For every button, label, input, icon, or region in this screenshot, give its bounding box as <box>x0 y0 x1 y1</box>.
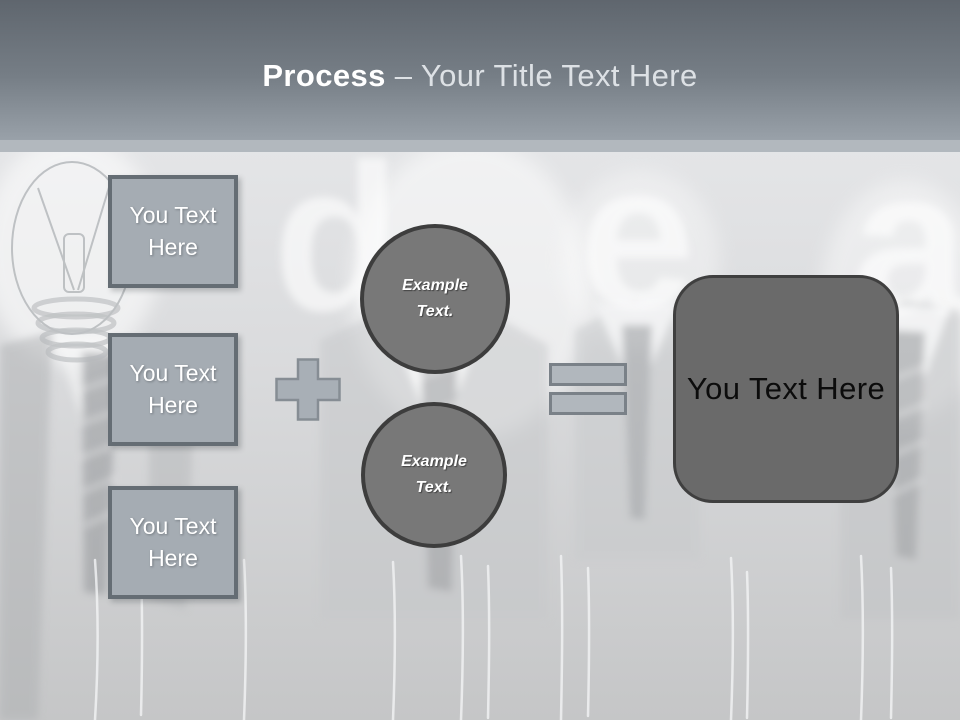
example-circle-2[interactable]: Example Text. <box>361 402 507 548</box>
input-box-1[interactable]: You Text Here <box>108 175 238 288</box>
input-box-3-label: You Text Here <box>129 513 217 571</box>
slide-title[interactable]: Process – Your Title Text Here <box>262 46 697 94</box>
result-box[interactable]: You Text Here <box>673 275 899 503</box>
input-box-2-label: You Text Here <box>129 360 217 418</box>
slide-header: Process – Your Title Text Here <box>0 0 960 140</box>
title-rest-text: – Your Title Text Here <box>394 58 698 93</box>
input-box-1-label: You Text Here <box>129 202 217 260</box>
plus-icon[interactable] <box>275 358 341 421</box>
header-accent-band <box>0 140 960 152</box>
result-box-label: You Text Here <box>686 371 886 406</box>
input-box-2[interactable]: You Text Here <box>108 333 238 446</box>
input-box-3[interactable]: You Text Here <box>108 486 238 599</box>
equals-bar-bottom <box>549 392 627 415</box>
title-emphasis-text: Process <box>262 58 386 93</box>
example-circle-1-label: Example Text. <box>402 277 468 320</box>
example-circle-1[interactable]: Example Text. <box>360 224 510 374</box>
equals-bar-top <box>549 363 627 386</box>
background-leg-lines <box>93 554 894 720</box>
lightbulb-icon <box>11 161 133 363</box>
example-circle-2-label: Example Text. <box>401 453 467 496</box>
equals-icon[interactable] <box>549 363 627 415</box>
